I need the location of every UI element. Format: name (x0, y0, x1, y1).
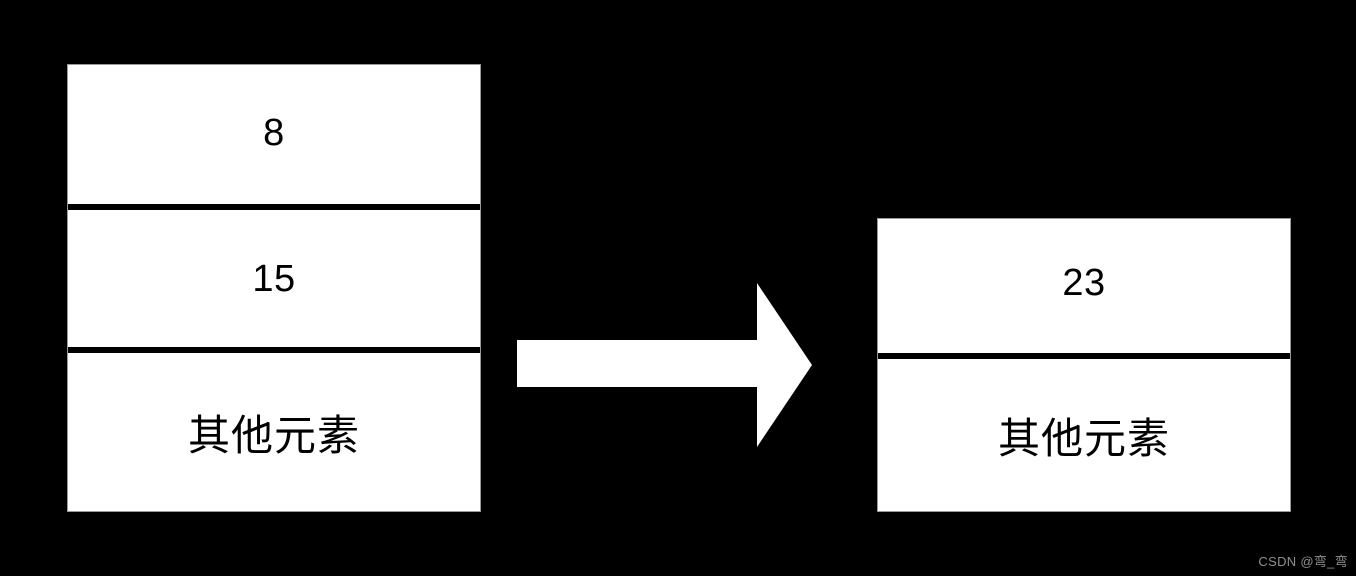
after-cell-1-label: 其他元素 (997, 415, 1170, 462)
after-cell-0-value: 23 (1062, 262, 1106, 304)
right-arrow-shape (517, 283, 812, 447)
before-cell-1-value: 15 (252, 257, 296, 300)
before-cell-1: 15 (68, 210, 480, 353)
right-arrow-icon (515, 281, 815, 449)
before-stack: 8 15 其他元素 (67, 64, 481, 512)
before-cell-0: 8 (68, 65, 480, 210)
after-cell-1: 其他元素 (878, 359, 1290, 511)
before-cell-2-label: 其他元素 (187, 412, 360, 459)
before-cell-0-value: 8 (263, 111, 285, 154)
after-cell-0: 23 (878, 219, 1290, 359)
before-cell-2: 其他元素 (68, 353, 480, 511)
watermark-text: CSDN @弯_弯 (1258, 554, 1348, 569)
after-stack: 23 其他元素 (877, 218, 1291, 512)
